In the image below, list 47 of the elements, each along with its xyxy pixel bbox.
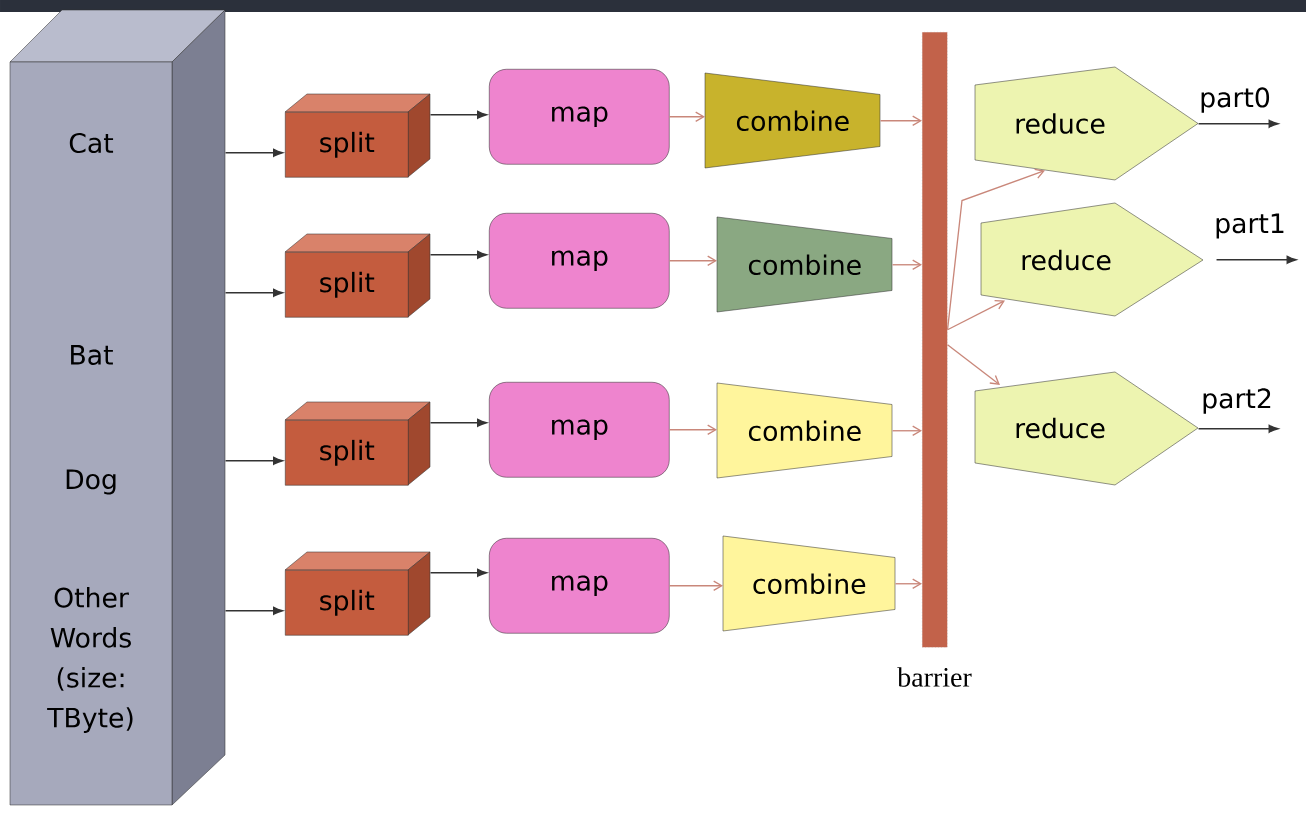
arrow [879,115,922,127]
combine-trapezoid: combine [704,72,881,169]
arrow [891,425,922,437]
combine-trapezoid: combine [716,216,893,313]
arrow [891,259,922,271]
word-label: Cat [69,132,114,154]
arrow [224,148,283,157]
arrow [224,288,283,297]
arrow [668,111,705,123]
barrier-label: barrier [897,667,972,687]
arrow [429,110,487,119]
arrow [668,255,717,267]
arrow [946,344,1000,385]
combine-trapezoid: combine [716,382,893,479]
arrow [224,606,283,615]
split-cube: split [284,233,431,318]
arrow [1197,119,1279,128]
barrier-bar [922,32,948,648]
arrow [429,568,487,577]
split-cube: split [284,93,431,178]
arrow [429,250,487,259]
arrow [668,424,717,436]
arrow [224,456,283,465]
map-box: map [489,69,670,165]
word-label: Dog [66,469,116,495]
reduce-pentagon: reduce [974,371,1199,486]
arrow [946,168,1045,331]
output-label: part2 [1199,387,1275,415]
word-label: Other Words (size: TByte) [47,587,133,733]
map-box: map [489,538,670,634]
arrow [1197,424,1279,433]
storage-block [9,9,226,806]
arrow [894,578,922,590]
combine-trapezoid: combine [722,535,896,632]
reduce-pentagon: reduce [980,202,1204,317]
map-box: map [489,382,670,478]
map-box: map [489,213,670,309]
split-cube: split [284,551,431,636]
output-label: part1 [1212,212,1288,240]
split-cube: split [284,401,431,486]
arrow [668,580,723,592]
word-label: Bat [71,345,113,365]
output-label: part0 [1197,86,1273,114]
arrow [429,418,487,427]
arrow [1215,255,1297,264]
reduce-pentagon: reduce [974,66,1199,181]
arrow [946,299,1005,331]
